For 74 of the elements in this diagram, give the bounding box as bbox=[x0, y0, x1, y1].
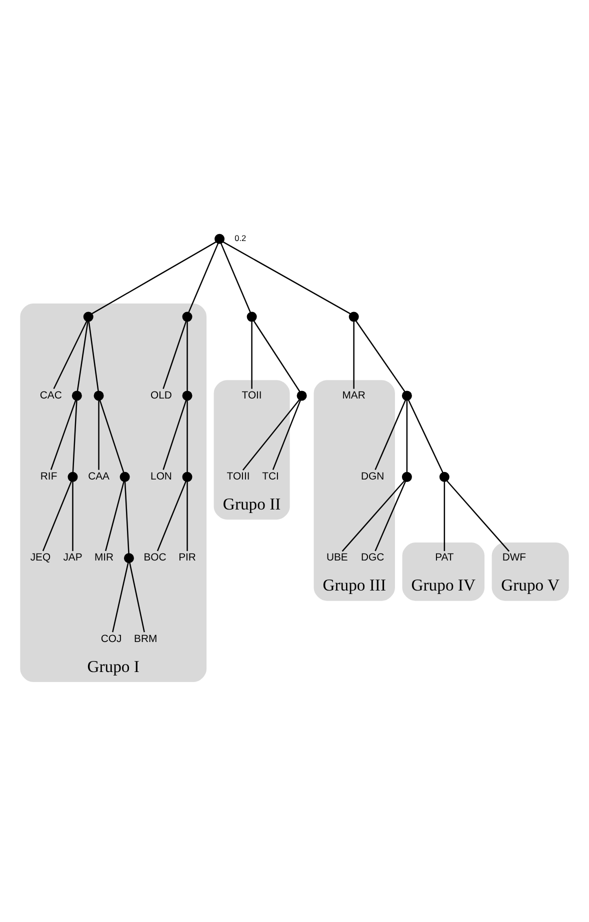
connector bbox=[186, 400, 188, 472]
connector bbox=[50, 399, 76, 470]
node-point bbox=[214, 233, 225, 244]
connector bbox=[72, 481, 74, 551]
connector bbox=[222, 240, 350, 314]
connector bbox=[156, 480, 186, 551]
connector bbox=[162, 399, 187, 470]
node-point bbox=[182, 390, 192, 400]
connector bbox=[220, 242, 251, 312]
node-text: RIF bbox=[40, 471, 58, 482]
connector bbox=[253, 320, 300, 392]
node-text: LON bbox=[150, 471, 172, 482]
node-point bbox=[439, 471, 450, 482]
node-point bbox=[94, 390, 104, 400]
node-text: OLD bbox=[150, 390, 172, 401]
connector bbox=[129, 562, 145, 632]
connector bbox=[251, 321, 252, 388]
connector bbox=[353, 321, 354, 388]
node-text: UBE bbox=[326, 552, 348, 564]
node-point bbox=[246, 311, 257, 322]
connector bbox=[186, 321, 188, 391]
node-text: CAA bbox=[88, 471, 110, 482]
node-text: TOII bbox=[242, 390, 262, 401]
node-text: PIR bbox=[178, 552, 196, 564]
node-point bbox=[120, 471, 130, 482]
connector bbox=[42, 480, 72, 551]
node-text: MAR bbox=[342, 390, 366, 401]
connector bbox=[162, 320, 187, 389]
node-text: DGN bbox=[361, 471, 384, 482]
connector bbox=[76, 320, 88, 391]
connector bbox=[406, 400, 408, 472]
connector bbox=[408, 399, 444, 472]
node-point bbox=[124, 552, 134, 563]
node-point bbox=[182, 311, 192, 322]
connector bbox=[444, 481, 446, 551]
connector bbox=[374, 480, 406, 551]
node-text: PAT bbox=[435, 552, 454, 564]
connector bbox=[242, 398, 300, 470]
node-text: BRM bbox=[134, 633, 158, 644]
node-text: DGC bbox=[361, 552, 384, 564]
label: 0.2 bbox=[234, 232, 246, 242]
connector bbox=[446, 480, 510, 552]
connector bbox=[124, 481, 130, 554]
connector bbox=[186, 481, 188, 551]
node-point bbox=[402, 390, 412, 400]
connector bbox=[356, 320, 406, 392]
connector bbox=[104, 480, 124, 551]
connector bbox=[272, 399, 302, 470]
node-text: TCI bbox=[262, 471, 279, 482]
connector bbox=[53, 320, 88, 388]
node-point bbox=[402, 471, 412, 482]
node-point bbox=[296, 390, 307, 400]
connector bbox=[188, 242, 219, 312]
connector bbox=[99, 399, 124, 472]
node-text: DWF bbox=[502, 552, 526, 564]
connector bbox=[98, 400, 100, 470]
node-text: MIR bbox=[94, 552, 114, 564]
node-text: JAP bbox=[63, 552, 82, 564]
node-point bbox=[83, 311, 94, 322]
connector bbox=[72, 400, 78, 472]
node-text: CAC bbox=[40, 390, 62, 401]
node-point bbox=[182, 471, 192, 482]
connector bbox=[88, 320, 99, 391]
node-point bbox=[72, 390, 82, 400]
node-text: JEQ bbox=[30, 552, 51, 564]
node-text: COJ bbox=[100, 633, 122, 644]
connector bbox=[112, 562, 129, 632]
connector bbox=[342, 480, 405, 552]
connector bbox=[92, 240, 216, 314]
connector bbox=[374, 399, 406, 470]
node-point bbox=[348, 311, 359, 322]
node-text: TOIII bbox=[226, 471, 250, 482]
node-point bbox=[68, 471, 78, 482]
node-text: BOC bbox=[144, 552, 166, 564]
